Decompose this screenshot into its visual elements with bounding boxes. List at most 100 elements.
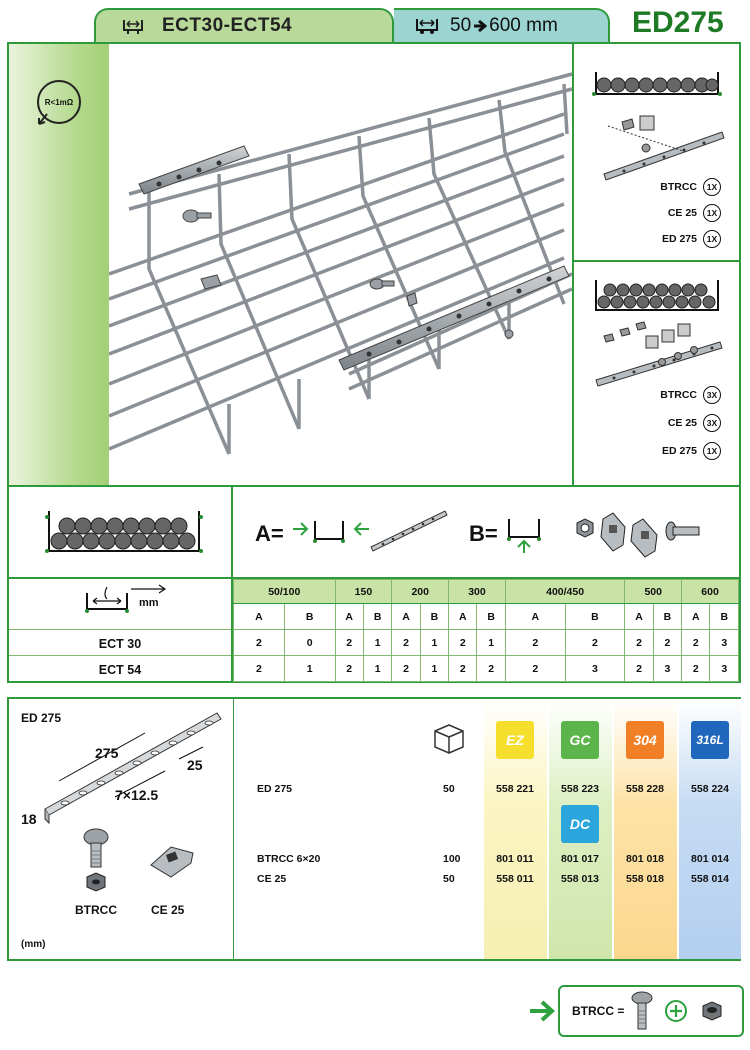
finish-badge-304: 304: [626, 721, 664, 759]
column-divider: [233, 699, 234, 959]
row-label-ect30: ECT 30: [98, 637, 142, 651]
cable-tray-illustration: [109, 44, 572, 485]
table-cell: 1: [419, 629, 450, 656]
item-pack: 50: [443, 783, 455, 795]
assembly-triple: BTRCC 3X CE 25 3X ED 275 1X: [574, 262, 741, 485]
item-code-316l: 801 014: [691, 853, 729, 865]
finish-badge-316l: 316L: [691, 721, 729, 759]
splice-bottom-icon: [507, 519, 541, 553]
table-cell: 2: [624, 629, 654, 656]
size-header: 400/450: [504, 579, 626, 604]
size-header: 300: [448, 579, 506, 604]
dimension-25: 25: [187, 757, 203, 773]
resistance-label: R<1mΩ: [44, 97, 74, 107]
part-btrcc-label: BTRCC: [75, 903, 117, 917]
width-range-from: 50: [450, 15, 472, 36]
table-cell: 2: [504, 655, 566, 682]
col-a: A: [624, 603, 654, 630]
table-cell: 2: [448, 655, 478, 682]
formula-label: BTRCC =: [572, 1004, 625, 1018]
qty-part-name: BTRCC: [660, 389, 697, 401]
plus-circle-icon: [665, 1000, 688, 1022]
qty-badge: 1X: [703, 230, 721, 248]
qty-badge: 1X: [703, 442, 721, 460]
col-b: B: [709, 603, 739, 630]
tray-full-load-icon: [45, 511, 203, 553]
col-a: A: [334, 603, 364, 630]
col-a: A: [504, 603, 566, 630]
qty-row: ED 275 1X: [662, 230, 721, 248]
qty-part-name: ED 275: [661, 445, 697, 457]
series-title: ECT30-ECT54: [162, 15, 293, 36]
qty-row: BTRCC 3X: [660, 386, 721, 404]
col-b: B: [362, 603, 393, 630]
qty-part-name: BTRCC: [660, 181, 697, 193]
qty-badge: 1X: [703, 178, 721, 196]
table-cell: 3: [564, 655, 626, 682]
assembly-single: BTRCC 1X CE 25 1X ED 275 1X: [574, 44, 741, 262]
size-header-row: 50/100 150 200 300 400/450 500 600: [233, 579, 739, 604]
table-cell: 2: [233, 655, 285, 682]
series-tab: ECT30-ECT54: [94, 8, 394, 42]
table-cell: 2: [681, 655, 711, 682]
col-b: B: [564, 603, 626, 630]
item-code-316l: 558 224: [691, 783, 729, 795]
dimension-length: 275: [95, 745, 119, 761]
table-cell: 1: [419, 655, 450, 682]
fixing-parts-icon: [576, 512, 700, 558]
qty-badge: 1X: [703, 204, 721, 222]
col-b: B: [283, 603, 336, 630]
length-unit: mm: [139, 597, 159, 609]
table-cell: 2: [448, 629, 478, 656]
width-range-tab: 50 600 mm: [394, 8, 610, 42]
quantity-table-panel: A= B=: [7, 487, 741, 683]
table-cell: 3: [652, 655, 683, 682]
table-cell: 1: [283, 655, 336, 682]
table-cell: 2: [681, 629, 711, 656]
col-a: A: [681, 603, 711, 630]
btrcc-formula: BTRCC =: [558, 985, 744, 1037]
size-header: 150: [334, 579, 393, 604]
item-code-ez: 558 221: [496, 783, 534, 795]
item-pack: 50: [443, 873, 455, 885]
finish-label-gc: GC: [569, 732, 591, 748]
finish-badge-gc: GC: [561, 721, 599, 759]
col-a: A: [448, 603, 478, 630]
table-cell: 2: [564, 629, 626, 656]
tray-width-icon: [416, 19, 438, 34]
table-cell: 2: [624, 655, 654, 682]
qty-badge: 3X: [703, 386, 721, 404]
item-code-gc: 558 013: [561, 873, 599, 885]
assembly-panel: R<1mΩ: [7, 42, 741, 487]
table-cell: 2: [334, 655, 364, 682]
item-name: CE 25: [257, 873, 287, 885]
col-a: A: [391, 603, 421, 630]
col-a: A: [233, 603, 285, 630]
finish-label-dc: DC: [569, 816, 591, 832]
table-row: 2 0 2 1 2 1 2 1 2 2 2 2 2 3: [233, 629, 739, 656]
item-code-304: 558 018: [626, 873, 664, 885]
qty-row: CE 25 3X: [668, 414, 721, 432]
table-cell: 1: [362, 629, 393, 656]
item-code-gc: 558 223: [561, 783, 599, 795]
table-cell: 0: [283, 629, 336, 656]
size-header: 600: [681, 579, 739, 604]
unit-label: (mm): [21, 939, 46, 950]
arrow-right-icon: [530, 1000, 555, 1022]
dimension-holes: 7×12.5: [115, 787, 159, 803]
item-name: BTRCC 6×20: [257, 853, 321, 865]
part-ce25-label: CE 25: [151, 903, 185, 917]
item-code-gc: 801 017: [561, 853, 599, 865]
finish-label-ez: EZ: [506, 732, 524, 748]
size-header: 200: [391, 579, 450, 604]
finish-badge-ez: EZ: [496, 721, 534, 759]
qty-row: BTRCC 1X: [660, 178, 721, 196]
btrcc-bolt-icon: [83, 828, 109, 892]
col-b: B: [419, 603, 450, 630]
row-label-ect54: ECT 54: [98, 663, 142, 677]
size-header: 50/100: [233, 579, 336, 604]
box-pack-icon: [434, 724, 464, 754]
tray-length-icon: [85, 584, 167, 613]
